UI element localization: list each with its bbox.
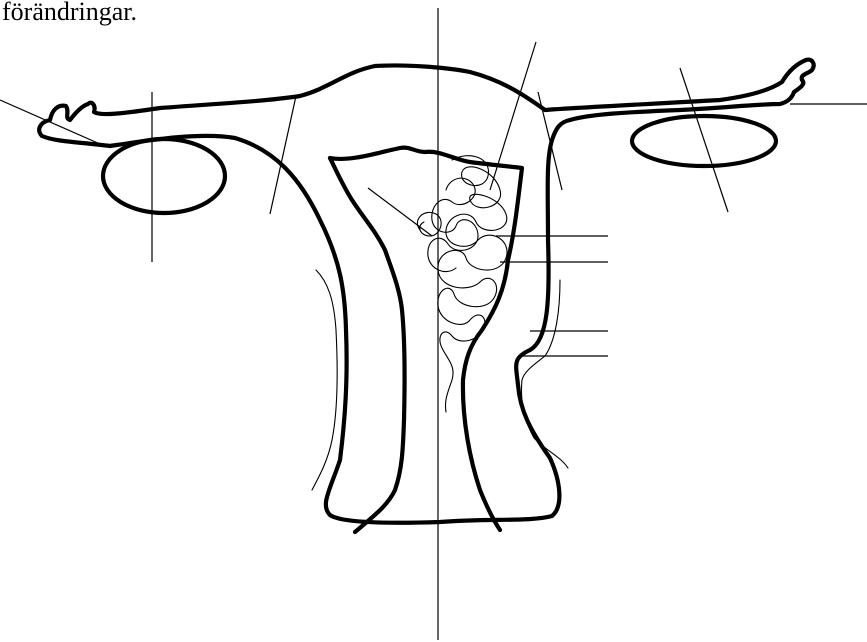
- left-ovary: [103, 139, 225, 213]
- leader-line-left-body: [270, 96, 296, 214]
- leader-line-cavity: [368, 188, 432, 236]
- leader-line-right-ovary: [680, 68, 728, 212]
- lesion-scribble-2: [428, 178, 478, 271]
- left-fallopian-tube: [39, 60, 813, 146]
- cervical-canal-left: [330, 158, 405, 532]
- serosa-left: [312, 270, 337, 490]
- serosa-right: [522, 280, 569, 468]
- lesion-scribble: [438, 156, 507, 412]
- leader-line-right-wall: [538, 92, 562, 190]
